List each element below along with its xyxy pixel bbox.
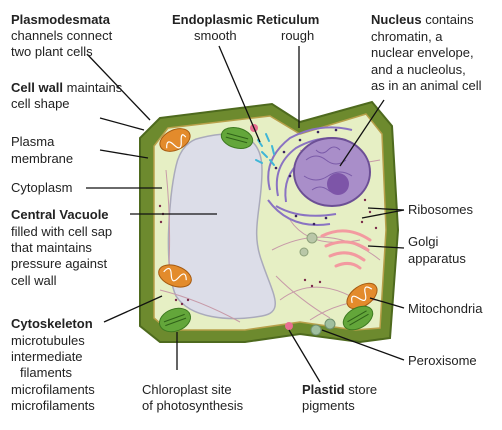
- chloroplast: [159, 307, 191, 333]
- label-plasma-membrane-line1: Plasma: [11, 134, 55, 149]
- label-central-vacuole-title: Central Vacuole: [11, 207, 109, 222]
- label-central-vacuole: Central Vacuole filled with cell sap tha…: [11, 207, 112, 288]
- nucleolus: [327, 173, 349, 195]
- label-nucleus-rest: contains: [422, 12, 475, 27]
- label-mitochondria: Mitochondria: [408, 301, 483, 316]
- smooth-er: [255, 133, 275, 166]
- peroxisome: [324, 318, 336, 330]
- label-er-smooth: smooth: [194, 28, 237, 43]
- ribosomes: [158, 194, 378, 306]
- nucleus: [293, 137, 371, 207]
- label-plastid-title: Plastid: [302, 382, 345, 397]
- label-central-vacuole-line1: filled with cell sap: [11, 224, 112, 239]
- golgi-vesicles: [299, 232, 318, 257]
- label-plastid-rest: store: [345, 382, 378, 397]
- chloroplast: [342, 305, 374, 331]
- label-er-rough: rough: [281, 28, 314, 43]
- label-plasmodesmata-title: Plasmodesmata: [11, 12, 111, 27]
- cell-illustration: [139, 100, 400, 344]
- label-plastid-line1: Plastid store: [302, 382, 377, 397]
- label-cytoskeleton-line3: filaments: [20, 365, 73, 380]
- label-cytoskeleton: Cytoskeleton microtubules intermediate f…: [11, 316, 95, 413]
- chloroplast: [220, 126, 254, 150]
- label-cell-wall-line2: cell shape: [11, 96, 70, 111]
- label-nucleus-line3: and a nucleolus,: [371, 62, 466, 77]
- label-cytoskeleton-line5: microfilaments: [11, 398, 95, 413]
- label-plasmodesmata-line1: channels connect: [11, 28, 113, 43]
- plastid: [285, 322, 293, 330]
- label-nucleus-title: Nucleus: [371, 12, 422, 27]
- label-golgi-line1: Golgi: [408, 234, 438, 249]
- mitochondrion: [346, 282, 378, 310]
- label-cell-wall: Cell wall maintains cell shape: [11, 80, 123, 111]
- central-vacuole: [167, 133, 276, 320]
- label-central-vacuole-line4: cell wall: [11, 273, 57, 288]
- label-ribosomes: Ribosomes: [408, 202, 474, 217]
- mitochondrion: [158, 264, 192, 288]
- label-nucleus-line1: chromatin, a: [371, 29, 443, 44]
- label-cytoskeleton-title: Cytoskeleton: [11, 316, 93, 331]
- label-cell-wall-line1: Cell wall maintains: [11, 80, 123, 95]
- label-chloroplast: Chloroplast site of photosynthesis: [142, 382, 244, 413]
- label-plastid-line2: pigments: [302, 398, 355, 413]
- peroxisome: [310, 324, 322, 336]
- golgi-apparatus: [320, 229, 372, 270]
- label-central-vacuole-line3: pressure against: [11, 256, 107, 271]
- label-plasma-membrane: Plasma membrane: [11, 134, 73, 166]
- label-cytoplasm: Cytoplasm: [11, 180, 72, 195]
- label-chloroplast-line1: Chloroplast site: [142, 382, 232, 397]
- label-cell-wall-title: Cell wall: [11, 80, 63, 95]
- label-nucleus-line0: Nucleus contains: [371, 12, 474, 27]
- rough-er-ribosomes: [274, 128, 338, 226]
- label-peroxisome: Peroxisome: [408, 353, 477, 368]
- label-golgi: Golgi apparatus: [408, 234, 466, 266]
- label-central-vacuole-line2: that maintains: [11, 240, 92, 255]
- label-cytoskeleton-line1: microtubules: [11, 333, 85, 348]
- label-nucleus-line4: as in an animal cell: [371, 78, 482, 93]
- label-plasmodesmata: Plasmodesmata channels connect two plant…: [11, 12, 113, 59]
- leader-lines: [86, 45, 405, 383]
- label-plasma-membrane-line2: membrane: [11, 151, 73, 166]
- label-nucleus: Nucleus contains chromatin, a nuclear en…: [371, 12, 482, 93]
- label-cytoskeleton-line4: microfilaments: [11, 382, 95, 397]
- label-endoplasmic-reticulum: Endoplasmic Reticulum smooth rough: [172, 12, 319, 43]
- label-plastid: Plastid store pigments: [302, 382, 377, 413]
- label-cell-wall-rest: maintains: [63, 80, 123, 95]
- mitochondrion: [159, 128, 191, 152]
- label-nucleus-line2: nuclear envelope,: [371, 45, 474, 60]
- label-er-title: Endoplasmic Reticulum: [172, 12, 319, 27]
- label-golgi-line2: apparatus: [408, 251, 466, 266]
- label-chloroplast-line2: of photosynthesis: [142, 398, 244, 413]
- label-plasmodesmata-line2: two plant cells: [11, 44, 93, 59]
- label-cytoskeleton-line2: intermediate: [11, 349, 83, 364]
